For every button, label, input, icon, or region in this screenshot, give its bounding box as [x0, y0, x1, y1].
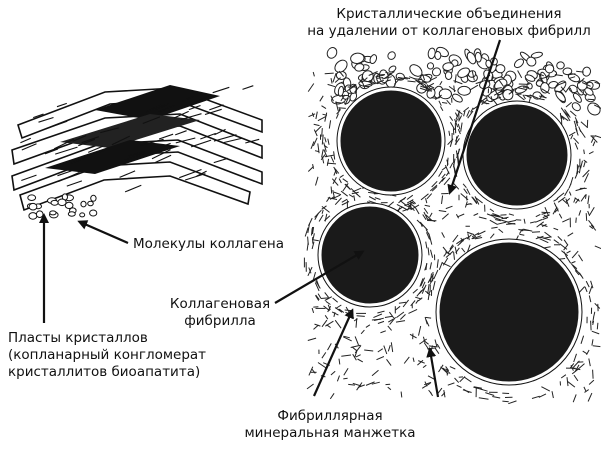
- label-collagen-fibril-line-2: фибрилла: [165, 313, 275, 330]
- arrow-cuff-right: [430, 350, 438, 397]
- label-collagen-fibril-line-1: Коллагеновая: [165, 296, 275, 313]
- collagen-fibrils: [318, 87, 582, 385]
- fibril-bottom-left: [320, 205, 420, 305]
- label-crystal-plates-line-3: кристаллитов биоапатита): [8, 364, 206, 381]
- label-collagen-fibril: Коллагеновая фибрилла: [165, 296, 275, 330]
- fibril-top-left: [339, 89, 443, 193]
- label-crystal-unions-line-2: на удалении от коллагеновых фибрилл: [304, 23, 594, 40]
- label-crystal-plates: Пласты кристаллов (копланарный конгломер…: [8, 330, 206, 381]
- label-mineral-cuff-line-1: Фибриллярная: [220, 408, 440, 425]
- crystal-plates-stack: [12, 85, 262, 219]
- label-crystal-unions: Кристаллические объединения на удалении …: [304, 6, 594, 40]
- label-crystal-plates-line-2: (копланарный конгломерат: [8, 347, 206, 364]
- label-crystal-unions-line-1: Кристаллические объединения: [304, 6, 594, 23]
- label-crystal-plates-line-1: Пласты кристаллов: [8, 330, 206, 347]
- fibril-top-right: [465, 103, 569, 207]
- label-collagen-molecules-text: Молекулы коллагена: [133, 236, 284, 253]
- arrow-collagen-molecules: [80, 222, 128, 243]
- fibril-bottom-right: [438, 241, 580, 383]
- label-mineral-cuff: Фибриллярная минеральная манжетка: [220, 408, 440, 442]
- label-collagen-molecules: Молекулы коллагена: [133, 236, 284, 253]
- label-mineral-cuff-line-2: минеральная манжетка: [220, 425, 440, 442]
- arrow-cuff-left: [314, 311, 352, 396]
